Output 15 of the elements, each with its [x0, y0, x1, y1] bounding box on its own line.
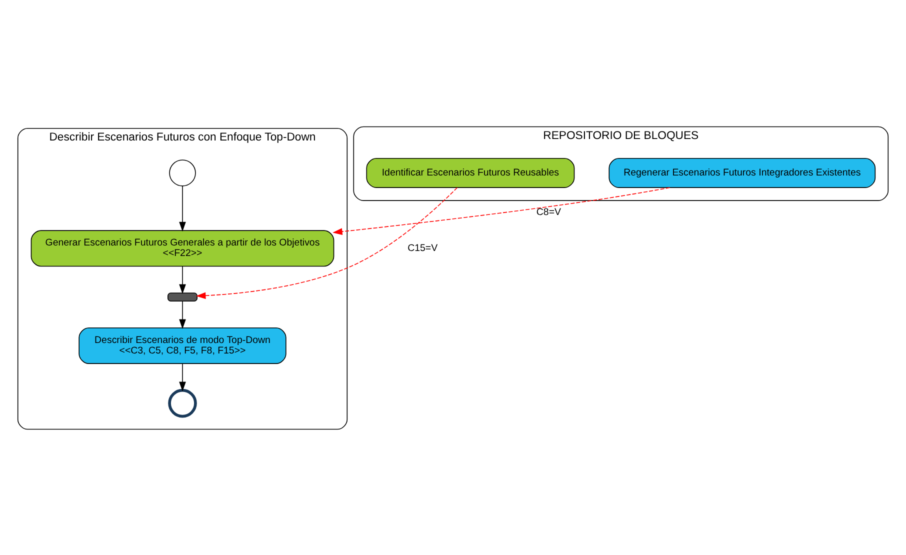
arrow	[196, 186, 458, 299]
node-box: Identificar Escenarios Futuros Reusables	[366, 157, 575, 188]
arrow	[179, 266, 186, 294]
node-circle	[169, 159, 196, 186]
arrow	[179, 362, 186, 392]
edge-label: C8=V	[536, 206, 562, 218]
node-box: Describir Escenarios de modo Top-Down <<C3, C5, C8, F5, F8, F15>>	[78, 326, 286, 364]
arrow	[179, 300, 186, 329]
arrow	[179, 185, 186, 232]
node-box: Regenerar Escenarios Futuros Integradores Existentes	[608, 157, 876, 188]
arrow	[332, 186, 670, 234]
node-circle	[168, 388, 197, 418]
edge-label: C15=V	[408, 242, 438, 254]
node-bar	[168, 292, 198, 302]
node-box: Generar Escenarios Futuros Generales a partir de los Objetivos <<F22>>	[30, 230, 334, 266]
